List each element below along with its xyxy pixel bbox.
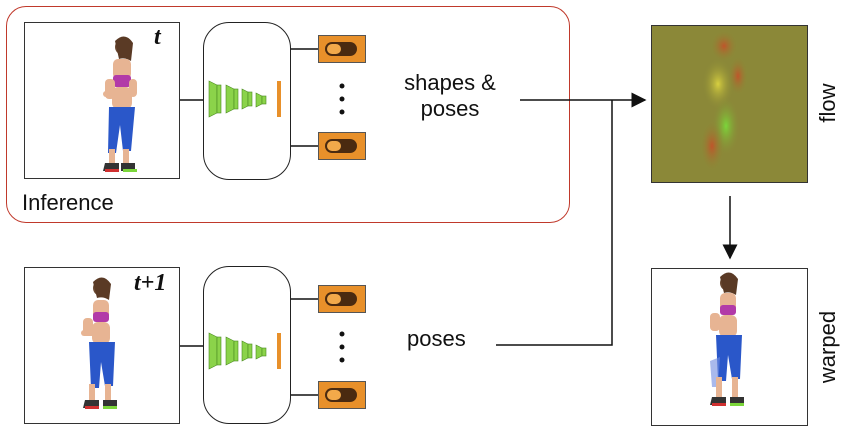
flow-image — [651, 25, 808, 183]
pill-icon-bottom-1 — [318, 285, 366, 318]
poses-label: poses — [407, 326, 466, 351]
inference-group — [6, 6, 570, 223]
network-icon — [208, 80, 281, 118]
inference-label: Inference — [22, 190, 114, 215]
pill-icon-top-1 — [318, 35, 366, 68]
person-figure-icon — [81, 277, 117, 409]
person-figure-icon — [103, 36, 137, 172]
network-box-bottom — [203, 266, 291, 424]
time-label-t1: t+1 — [134, 270, 167, 296]
network-icon — [208, 332, 281, 370]
time-label-t: t — [154, 24, 161, 50]
pill-icon-bottom-2 — [318, 381, 366, 414]
frame-t1-image — [24, 267, 180, 424]
shapes-poses-label: shapes & poses — [404, 70, 496, 122]
ellipsis-bottom — [338, 330, 346, 369]
ellipsis-top — [338, 82, 346, 121]
flow-field-icon — [652, 26, 807, 182]
network-box-top — [203, 22, 291, 180]
frame-t-image — [24, 22, 180, 179]
person-figure-icon — [710, 272, 744, 406]
warped-image — [651, 268, 808, 426]
pill-icon-top-2 — [318, 132, 366, 165]
